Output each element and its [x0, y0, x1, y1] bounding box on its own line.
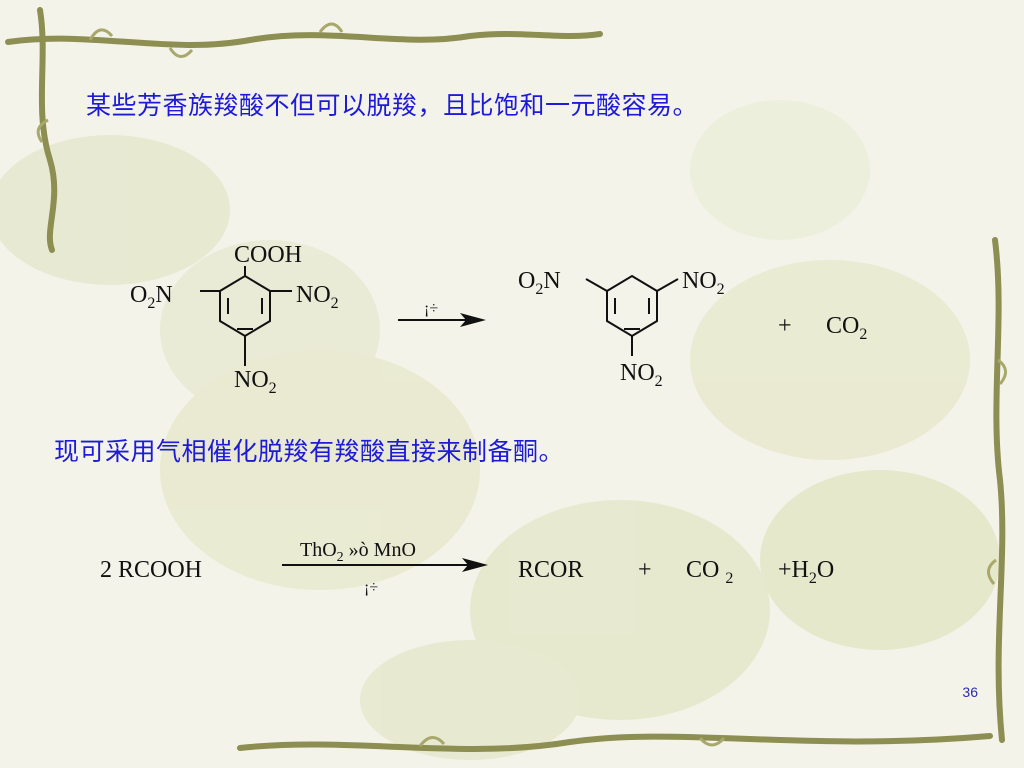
reactant-right-nitro-label: NO2 [296, 282, 339, 312]
reaction-2-plus-sign: + [638, 557, 652, 583]
reaction-1-arrow: ¡÷ [398, 300, 486, 327]
reaction-2-heat-label: ¡÷ [364, 579, 378, 596]
reaction-2-arrow: ThO2 »ò MnO ¡÷ [282, 539, 488, 596]
reaction-2-water: +H2O [778, 557, 834, 587]
carboxyl-group-label: COOH [234, 242, 302, 268]
ketone-paragraph: 现可采用气相催化脱羧有羧酸直接来制备酮。 [54, 437, 565, 466]
trinitrobenzoic-acid-molecule: COOH O2N NO2 NO2 [130, 242, 339, 397]
reaction-2-ketone-product: RCOR [518, 557, 583, 583]
reaction-1-plus-sign: + [778, 313, 792, 339]
slide-page-number: 36 [962, 684, 978, 700]
trinitrobenzene-molecule: O2N NO2 NO2 [518, 268, 725, 390]
carbon-dioxide-label: CO2 [826, 313, 867, 343]
reactant-left-nitro-label: O2N [130, 282, 173, 312]
intro-paragraph: 某些芳香族羧酸不但可以脱羧，且比饱和一元酸容易。 [86, 91, 699, 120]
product-right-nitro-label: NO2 [682, 268, 725, 298]
reaction-1-arrow-label: ¡÷ [424, 300, 438, 317]
reactant-bottom-nitro-label: NO2 [234, 367, 277, 397]
product-left-nitro-label: O2N [518, 268, 561, 298]
product-bottom-nitro-label: NO2 [620, 360, 663, 390]
reaction-2-reactant: 2 RCOOH [100, 557, 202, 583]
reaction-2-catalyst-label: ThO2 »ò MnO [300, 539, 416, 565]
